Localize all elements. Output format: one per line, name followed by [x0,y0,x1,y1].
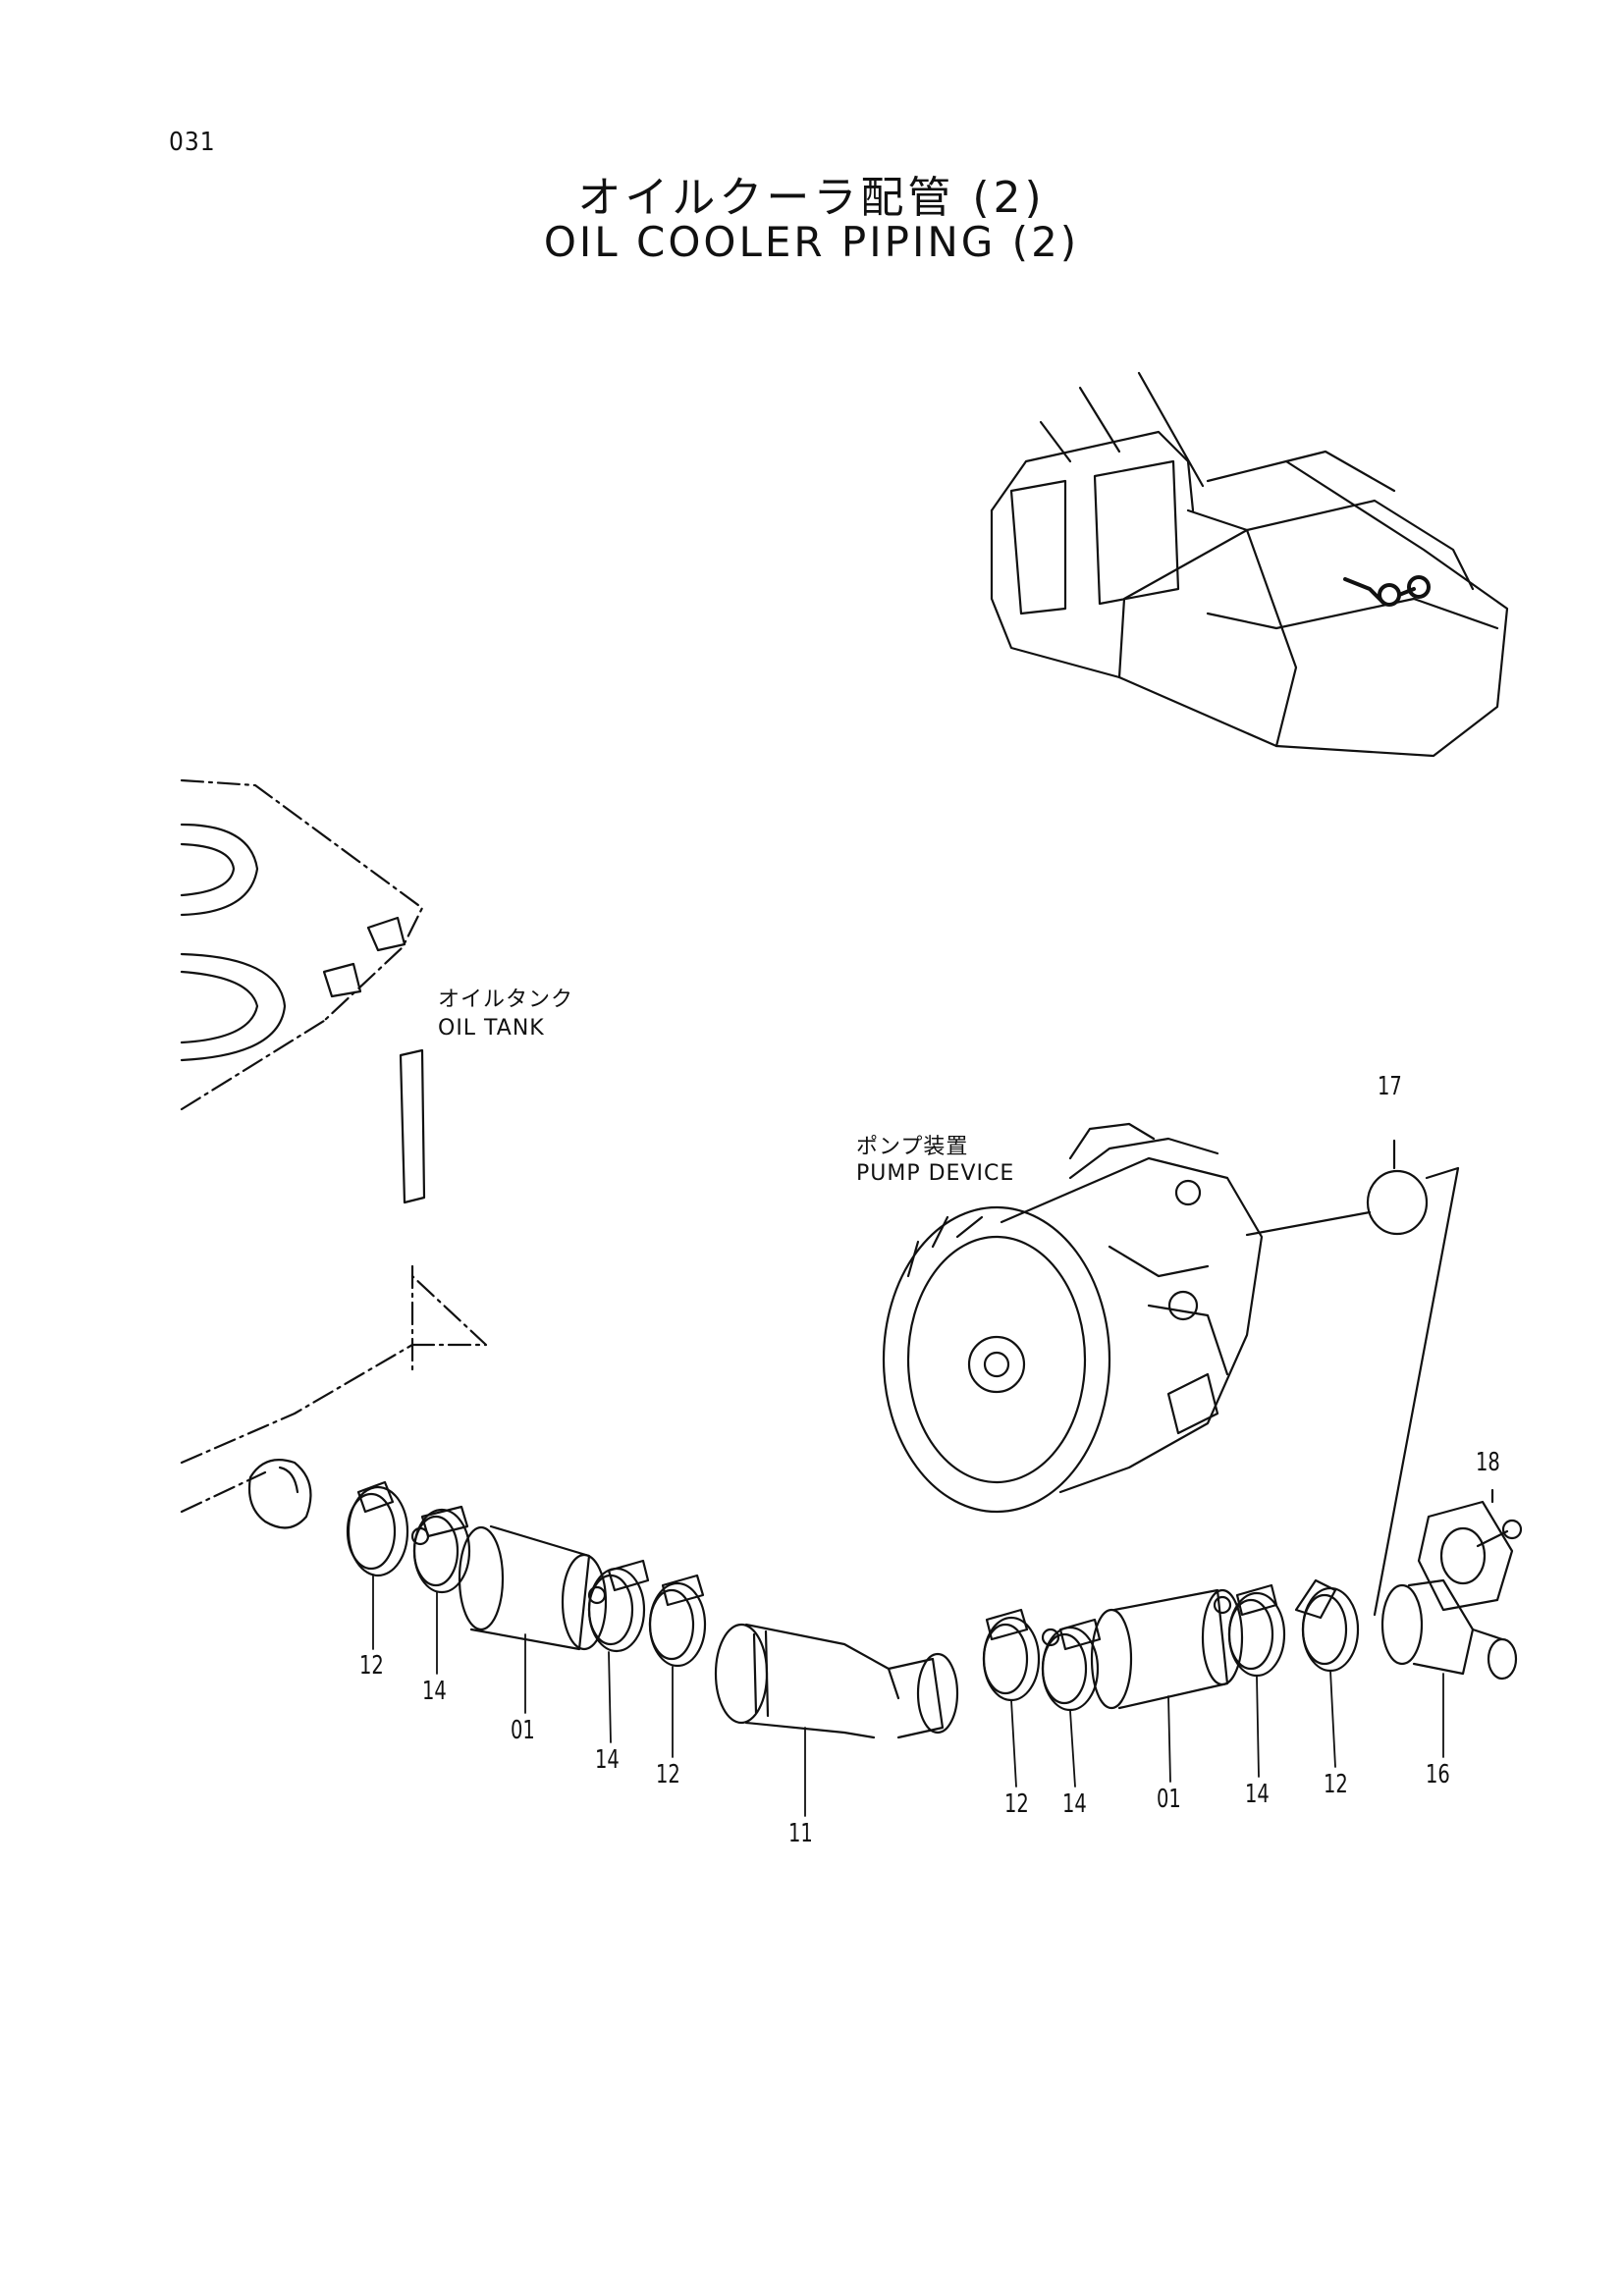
page-title-japanese: オイルクーラ配管 (2) [577,173,1046,223]
elbow-hose-11 [716,1625,957,1737]
o-ring-17 [1368,1171,1427,1234]
callout-part-number: 17 [1378,1072,1402,1101]
oil-tank-label-en: OIL TANK [438,1016,545,1041]
oil-tank-label-ja: オイルタンク [438,988,574,1012]
elbow-fitting-16 [1382,1502,1516,1679]
callout-leaders [373,1575,1443,1816]
hose-01-a [460,1526,606,1649]
clamp-12-c [984,1610,1039,1700]
callout-part-number: 11 [788,1819,813,1848]
callout-part-number: 14 [1245,1780,1270,1809]
pump-device-label-ja: ポンプ装置 [856,1135,969,1159]
callout-part-number: 01 [511,1716,535,1745]
clamp-12-b [650,1575,705,1666]
page-number: 031 [169,128,216,157]
oil-tank-illustration [182,780,486,1512]
callout-part-number: 12 [656,1760,680,1789]
pump-device-label-en: PUMP DEVICE [856,1161,1015,1186]
callout-part-number: 14 [595,1745,620,1775]
guide-line-17 [1375,1168,1458,1615]
leader-line-17 [1247,1212,1370,1235]
clamp-14-c [1043,1620,1100,1710]
oil-tank-ports [182,825,424,1527]
hose-01-b [1092,1590,1242,1708]
bolt-18 [1478,1490,1521,1546]
callout-part-number: 12 [359,1651,384,1681]
page-title-english: OIL COOLER PIPING (2) [543,218,1080,266]
callout-part-number: 01 [1157,1785,1181,1814]
callout-part-number: 14 [422,1677,447,1706]
clamp-12-d [1296,1580,1358,1671]
clamp-14-d [1215,1585,1284,1676]
pump-device-illustration [884,1124,1262,1512]
clamp-14-a [412,1507,469,1592]
clamp-12-a [348,1482,407,1575]
callout-part-number: 18 [1476,1448,1500,1477]
callout-part-number: 12 [1324,1770,1348,1799]
callout-part-number: 12 [1004,1789,1029,1819]
clamp-14-b [589,1561,648,1651]
callout-part-number: 14 [1062,1789,1087,1819]
callout-part-number: 16 [1426,1760,1450,1789]
excavator-overview-illustration [992,373,1507,756]
